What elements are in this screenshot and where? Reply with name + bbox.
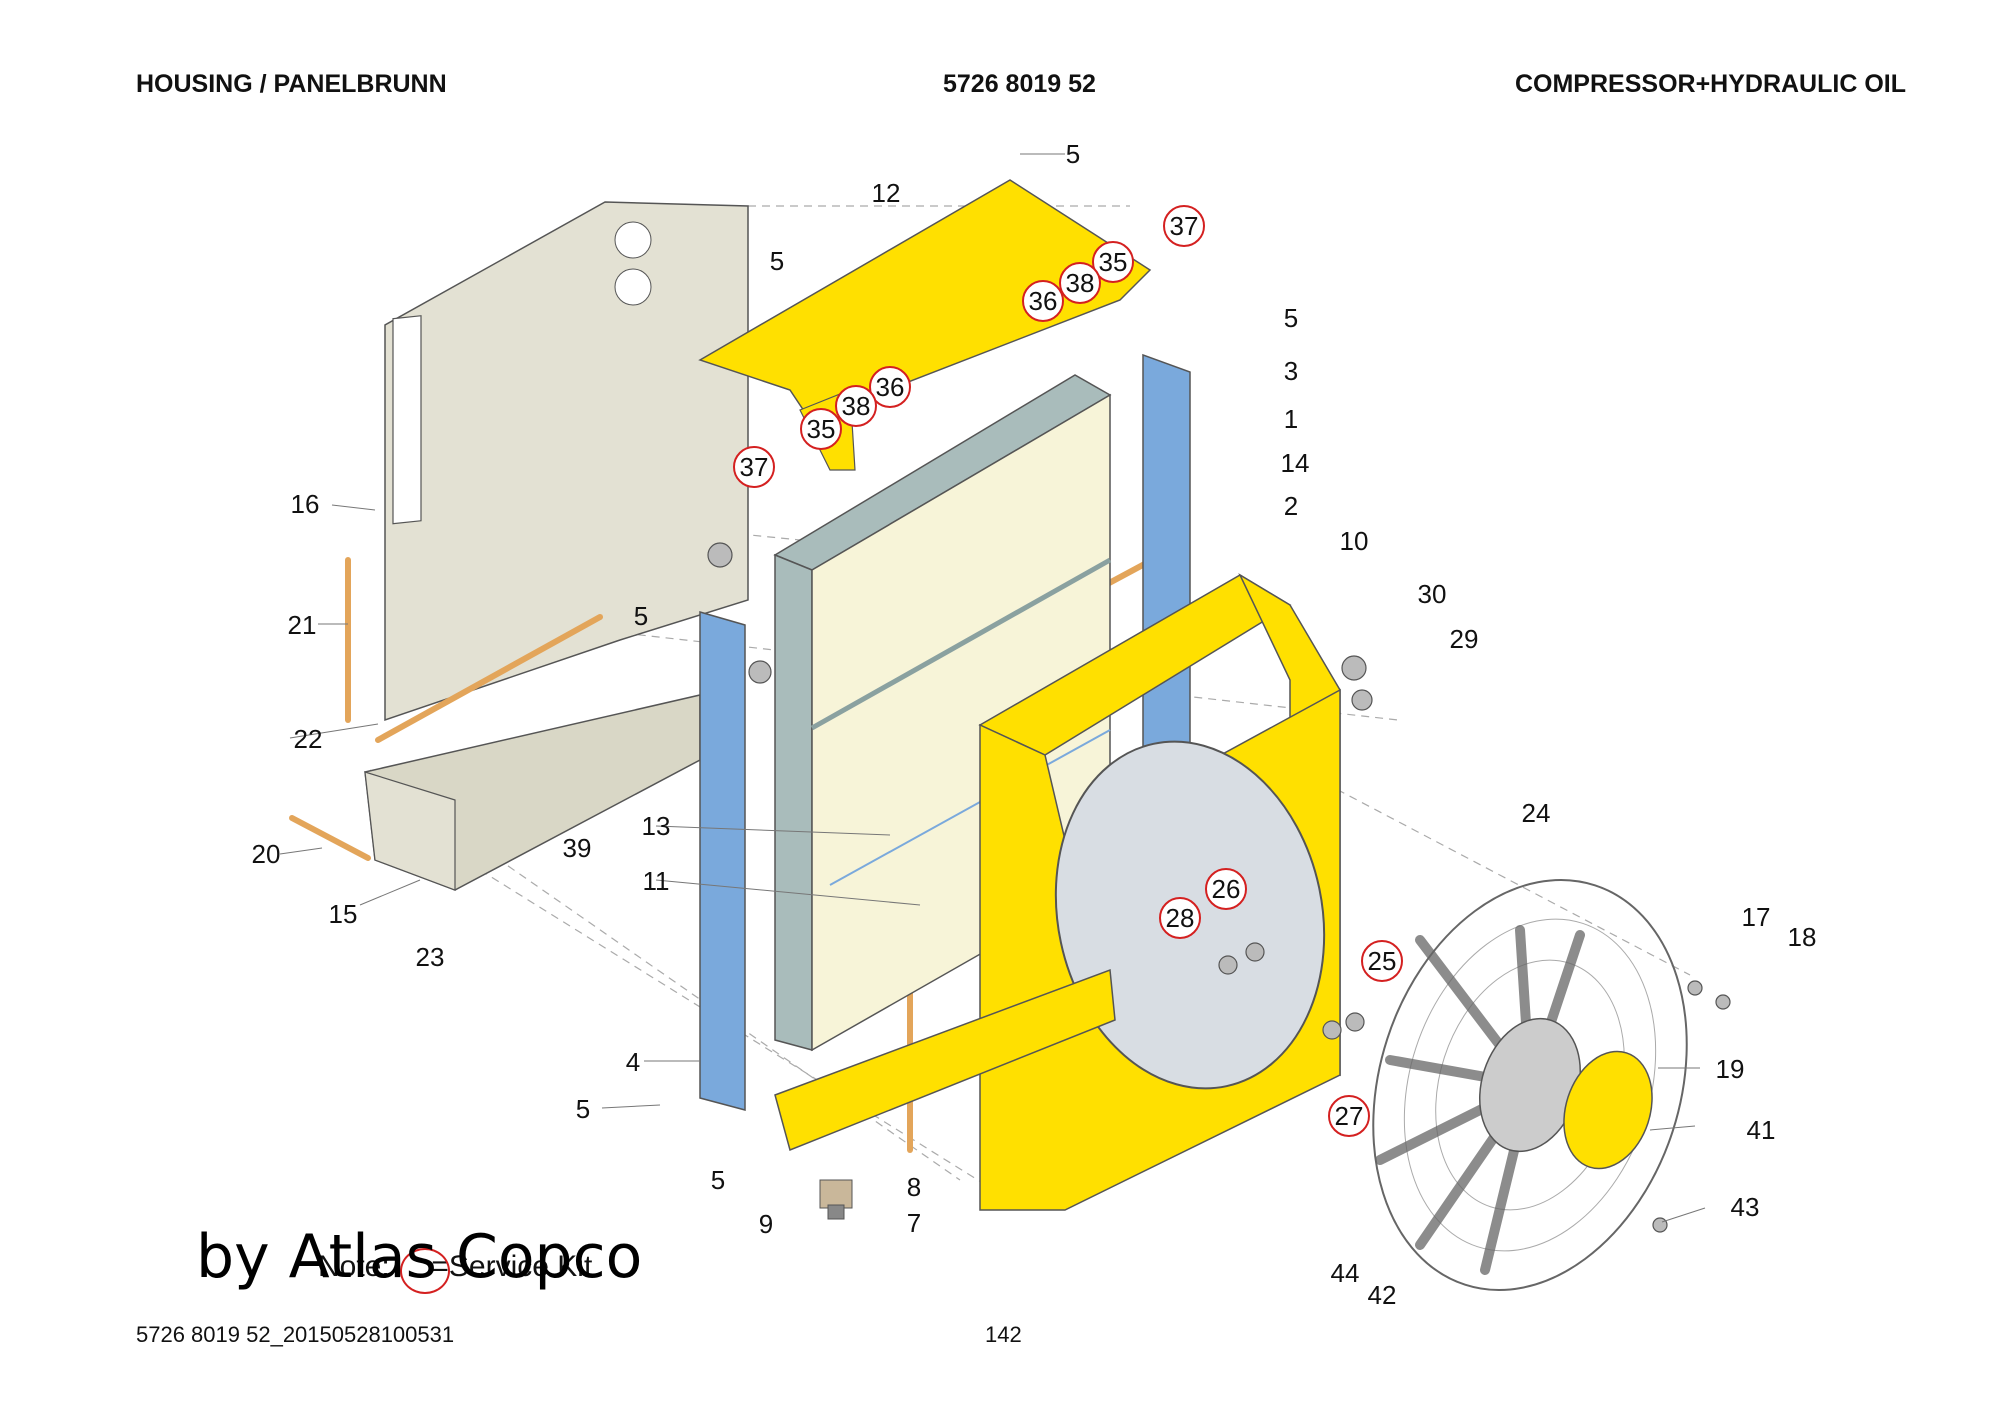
callout-4: 4 [626, 1047, 640, 1077]
service-kit-note: Note: =Service Kit [318, 1250, 593, 1283]
fan-assembly [1372, 878, 1688, 1292]
callout-5: 5 [576, 1094, 590, 1124]
watermark: by Atlas Copco [196, 1222, 643, 1292]
header-application: COMPRESSOR+HYDRAULIC OIL [1514, 70, 1906, 98]
header-section-title: HOUSING / PANELBRUNN [136, 70, 447, 98]
callout-19: 19 [1716, 1054, 1745, 1084]
rubber-mount-9 [819, 1179, 853, 1220]
callout-16: 16 [291, 489, 320, 519]
callout-13: 13 [642, 811, 671, 841]
callout-5: 5 [634, 601, 648, 631]
footer-doc-ref: 5726 8019 52_20150528100531 [136, 1322, 455, 1347]
bottom-bracket-7 [774, 968, 1116, 1152]
callout-21: 21 [288, 610, 317, 640]
callout-37: 37 [740, 452, 769, 482]
callouts: 5 12 5 5 3 1 14 2 10 30 29 16 21 5 22 20… [252, 139, 1817, 1310]
callout-9: 9 [759, 1209, 773, 1239]
callout-24: 24 [1522, 798, 1551, 828]
fittings [707, 542, 1731, 1233]
callout-38: 38 [1066, 268, 1095, 298]
callout-7: 7 [907, 1208, 921, 1238]
callout-30: 30 [1418, 579, 1447, 609]
callout-18: 18 [1788, 922, 1817, 952]
seal-strip-22 [375, 614, 603, 743]
seal-strip-20 [289, 815, 371, 861]
callout-29: 29 [1450, 624, 1479, 654]
callout-3: 3 [1284, 356, 1298, 386]
callout-36: 36 [876, 372, 905, 402]
callout-17: 17 [1742, 902, 1771, 932]
callout-10: 10 [1340, 526, 1369, 556]
callout-15: 15 [329, 899, 358, 929]
callout-28: 28 [1166, 903, 1195, 933]
side-bracket-4 [699, 611, 746, 1111]
callout-44: 44 [1331, 1258, 1360, 1288]
header-part-number: 5726 8019 52 [943, 70, 1096, 98]
service-kit-callouts: 37 35 38 36 36 38 35 37 26 28 25 27 [733, 205, 1403, 1137]
callout-5: 5 [711, 1165, 725, 1195]
callout-25: 25 [1368, 946, 1397, 976]
callout-26: 26 [1212, 874, 1241, 904]
callout-2: 2 [1284, 491, 1298, 521]
callout-12: 12 [872, 178, 901, 208]
bottom-tray-15 [364, 694, 701, 891]
callout-14: 14 [1281, 448, 1310, 478]
leader-lines [279, 153, 1706, 1223]
service-kit-symbol [400, 1248, 450, 1294]
callout-43: 43 [1731, 1192, 1760, 1222]
callout-41: 41 [1747, 1115, 1776, 1145]
callout-5: 5 [1284, 303, 1298, 333]
callout-23: 23 [416, 942, 445, 972]
callout-39: 39 [563, 833, 592, 863]
callout-42: 42 [1368, 1280, 1397, 1310]
callout-11: 11 [643, 866, 670, 896]
page-number: 142 [985, 1322, 1022, 1347]
callout-37: 37 [1170, 211, 1199, 241]
back-panel-16 [384, 201, 749, 722]
callout-36: 36 [1029, 286, 1058, 316]
callout-22: 22 [294, 724, 323, 754]
callout-1: 1 [1284, 404, 1298, 434]
callout-5: 5 [1066, 139, 1080, 169]
callout-8: 8 [907, 1172, 921, 1202]
callout-20: 20 [252, 839, 281, 869]
callout-27: 27 [1335, 1101, 1364, 1131]
callout-5: 5 [770, 246, 784, 276]
callout-35: 35 [1099, 247, 1128, 277]
callout-38: 38 [842, 391, 871, 421]
callout-35: 35 [807, 414, 836, 444]
